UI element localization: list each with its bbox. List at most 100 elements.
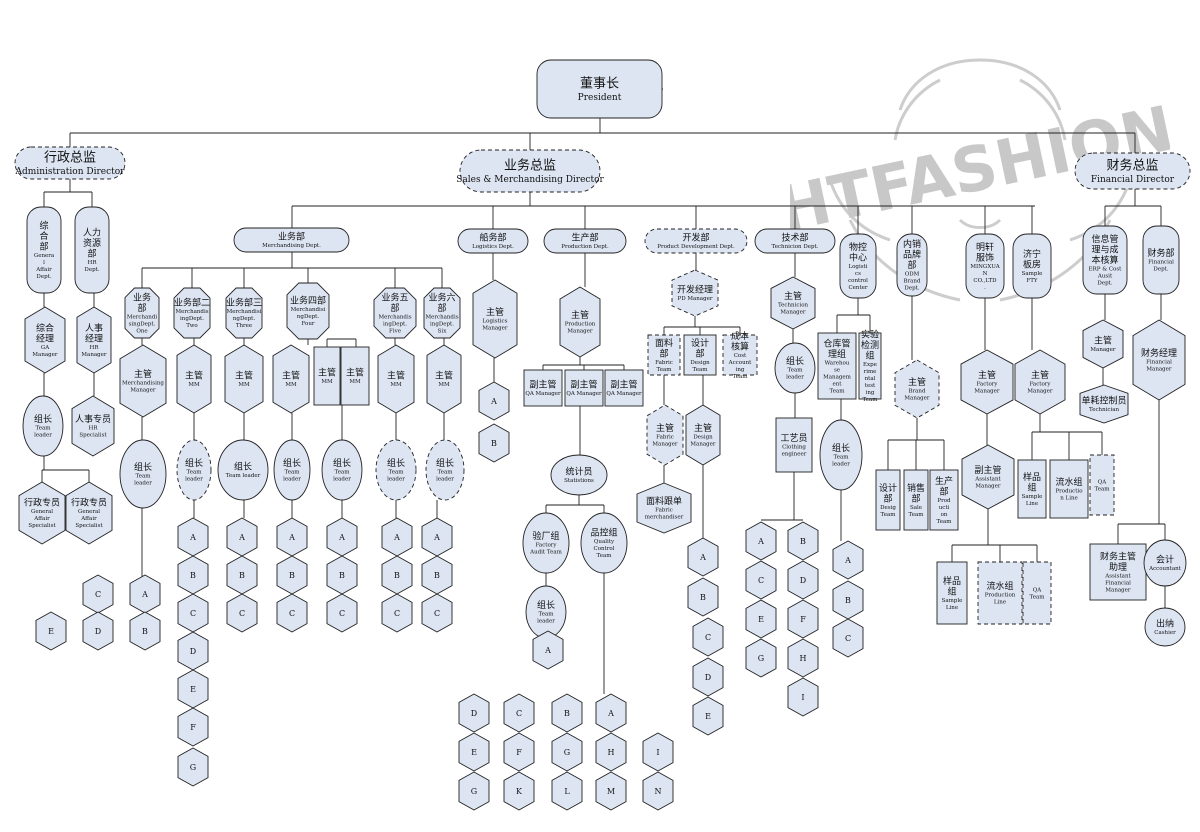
team-hex-qc: B: [551, 693, 583, 733]
mingxuan-label: 明轩: [976, 241, 994, 253]
team-hex-shape: [129, 611, 161, 651]
team-hex-shape: [745, 560, 777, 600]
exp-team-label: Team: [863, 397, 879, 403]
m4-leader-b-shape: [321, 439, 363, 501]
tech-leader-label: leader: [786, 375, 804, 381]
m4-mm-label: 主管: [282, 370, 300, 382]
m4-mm-b-label: 主管: [346, 367, 364, 379]
president-label: 董事长: [580, 77, 619, 92]
team-hex-qc: M: [595, 771, 627, 811]
sales-dir-label: Sales & Merchandising Director: [456, 175, 604, 185]
exp-team-label: Expe: [863, 362, 877, 368]
qa-manager-2-label: 副主管: [570, 379, 597, 391]
erp-dept-label: Dept.: [1097, 281, 1112, 287]
production-manager-label: Production: [565, 322, 596, 328]
finance-manager-shape: [1132, 319, 1186, 401]
m4-leader-b-label: Team: [335, 470, 351, 476]
team-hex-shape: [832, 618, 864, 658]
odm-dept-label: 部: [907, 259, 916, 271]
design-manager-label: Manager: [690, 442, 716, 448]
merch-5-label: 部: [390, 302, 399, 314]
assistant-fm-shape: [1089, 543, 1147, 601]
cashier-label: Cashier: [1154, 630, 1176, 636]
finance-manager-label: Financial: [1146, 360, 1172, 366]
team-hex-design: D: [692, 657, 724, 697]
m4-mm-a-shape: [313, 346, 341, 406]
team-hex-tech: A: [745, 521, 777, 561]
sf-qa-shape: [1089, 454, 1115, 516]
ga-specialist-1-label: Affair: [33, 516, 50, 522]
team-hex-shape: [787, 677, 819, 717]
team-hex-shape: [642, 771, 674, 811]
warehouse-team-label: 仓库管: [823, 337, 850, 349]
m6-mm-label: 主管: [435, 370, 453, 382]
sf-production-label: Productio: [1055, 489, 1083, 495]
m1-leader-label: Team: [136, 474, 152, 480]
tech-manager-label: Technicion: [778, 303, 809, 309]
odm-production-label: 部: [939, 485, 948, 497]
m4-mm-a-label: 主管: [318, 367, 336, 379]
team-hex-label: A: [757, 537, 764, 546]
merch-3-label: Three: [236, 323, 252, 329]
team-hex-label: C: [758, 576, 764, 585]
team-hex-label: C: [705, 633, 711, 642]
team-hex-tech: E: [745, 599, 777, 639]
team-hex-qc: D: [458, 693, 490, 733]
team-hex-shape: [745, 521, 777, 561]
pd-dept-label: 开发部: [682, 232, 709, 244]
fabric-team-shape: [647, 334, 681, 376]
tech-manager-shape: [770, 276, 816, 330]
production-dept-label: Production Dept.: [561, 244, 609, 250]
sales-dir-shape: [459, 149, 601, 193]
merch-6-label: Six: [438, 328, 448, 334]
clothing-engineer-label: 工艺员: [780, 433, 807, 444]
team-hex-qc: G: [458, 771, 490, 811]
merch-2-label: Two: [186, 323, 198, 329]
qa-manager-3-shape: [604, 369, 644, 407]
mingxuan-label: .: [984, 285, 986, 291]
team-hex-ga: B: [129, 611, 161, 651]
merch-6-label: ingDept.: [430, 321, 454, 327]
m1-leader-shape: [119, 439, 167, 509]
production-manager-label: 主管: [571, 309, 589, 321]
team-hex-qc: G: [551, 732, 583, 772]
team-hex-label: C: [289, 609, 295, 618]
team-hex-m6: B: [421, 555, 453, 595]
ga-manager-label: GA: [41, 345, 50, 351]
team-hex-label: K: [516, 787, 523, 796]
odm-production-label: on: [941, 512, 948, 518]
tech-dept-shape: [754, 228, 836, 254]
merch-3-label: ngDept.: [233, 316, 255, 322]
merch-dept-label: 业务部: [278, 231, 305, 243]
odm-sales-shape: [903, 469, 929, 531]
exp-team-label: test: [865, 383, 876, 389]
m3-leader-label: 组长: [234, 461, 252, 473]
team-hex-label: A: [238, 533, 245, 542]
team-hex-shape: [642, 732, 674, 772]
mx-assistant-manager-label: 副主管: [974, 464, 1001, 476]
mx-factory-manager-label: 主管: [978, 369, 996, 381]
mx-sample-label: 样品: [943, 575, 961, 587]
team-hex-m4b: C: [326, 593, 358, 633]
logistics-center-shape: [839, 233, 877, 299]
team-hex-label: H: [608, 748, 615, 757]
sf-factory-manager-label: 主管: [1031, 369, 1049, 381]
team-hex-qc: L: [551, 771, 583, 811]
fabric-manager-label: 主管: [656, 422, 674, 434]
assistant-fm-label: Financial: [1105, 580, 1131, 586]
team-hex-label: B: [142, 627, 148, 636]
hr-dept-shape: [74, 206, 110, 294]
